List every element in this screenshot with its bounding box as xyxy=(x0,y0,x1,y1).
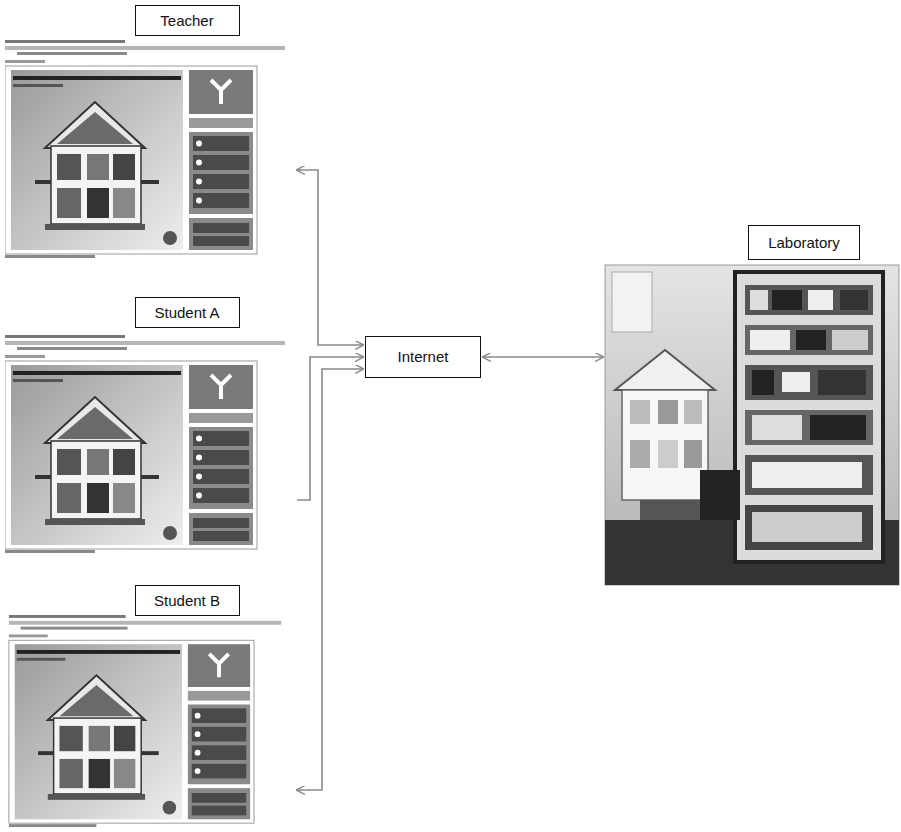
node-label: Teacher xyxy=(160,12,213,30)
student-node: Student B xyxy=(5,585,295,830)
arrow-connector xyxy=(297,369,363,790)
teacher-screenshot-part xyxy=(5,40,285,258)
laboratory-photo-part xyxy=(684,400,702,424)
student-b-screenshot xyxy=(9,615,281,827)
laboratory-photo-part xyxy=(615,350,715,390)
laboratory-photo-part xyxy=(840,290,868,310)
laboratory-photo-part xyxy=(605,265,899,585)
laboratory-photo-part xyxy=(745,505,873,550)
laboratory-photo-part xyxy=(745,455,873,495)
laboratory-photo-part xyxy=(745,325,873,355)
laboratory-photo-part xyxy=(752,462,862,488)
student-b-screenshot-part xyxy=(9,615,281,827)
laboratory-photo-part xyxy=(745,285,873,315)
laboratory-photo-part xyxy=(832,330,868,350)
laboratory-node: Laboratory xyxy=(605,225,900,585)
node-label: Laboratory xyxy=(768,234,840,252)
arrow-connector xyxy=(297,170,363,345)
laboratory-photo xyxy=(605,265,899,585)
node-label: Internet xyxy=(398,348,449,366)
network-box: Internet xyxy=(365,336,481,378)
laboratory-photo-part xyxy=(745,365,873,400)
laboratory-photo-part xyxy=(796,330,826,350)
laboratory-photo-part xyxy=(622,390,708,500)
laboratory-photo-part xyxy=(752,415,802,440)
laboratory-photo-part xyxy=(745,410,873,445)
laboratory-photo-part xyxy=(630,440,650,468)
laboratory-photo-part xyxy=(782,372,810,392)
node-label: Student B xyxy=(154,592,220,610)
laboratory-photo-part xyxy=(612,272,652,332)
laboratory-photo-part xyxy=(752,512,862,542)
label-box: Student B xyxy=(135,585,240,616)
laboratory-photo-part xyxy=(700,470,740,520)
laboratory-photo-part xyxy=(658,440,678,468)
laboratory-photo-part xyxy=(605,265,899,585)
label-box: Student A xyxy=(135,297,240,328)
laboratory-photo-part xyxy=(750,330,790,350)
laboratory-photo-part xyxy=(750,290,768,310)
laboratory-photo-part xyxy=(630,400,650,424)
teacher-screenshot xyxy=(5,40,285,258)
laboratory-photo-part xyxy=(658,400,678,424)
laboratory-photo-part xyxy=(684,440,702,468)
node-label: Student A xyxy=(154,304,219,322)
laboratory-photo-part xyxy=(810,415,866,440)
teacher-node: Teacher xyxy=(5,5,295,260)
laboratory-photo-part xyxy=(735,272,883,562)
laboratory-photo-part xyxy=(772,290,802,310)
student-a-screenshot xyxy=(5,335,285,553)
student-node: Student A xyxy=(5,297,295,562)
student-a-screenshot-part xyxy=(5,335,285,553)
laboratory-photo-part xyxy=(752,370,774,395)
label-box: Teacher xyxy=(135,5,240,36)
arrow-connector xyxy=(297,357,363,500)
laboratory-photo-part xyxy=(818,370,866,395)
label-box: Laboratory xyxy=(748,225,860,260)
laboratory-photo-part xyxy=(808,290,833,310)
arrow-connector xyxy=(483,356,603,358)
laboratory-photo-part xyxy=(640,500,700,520)
